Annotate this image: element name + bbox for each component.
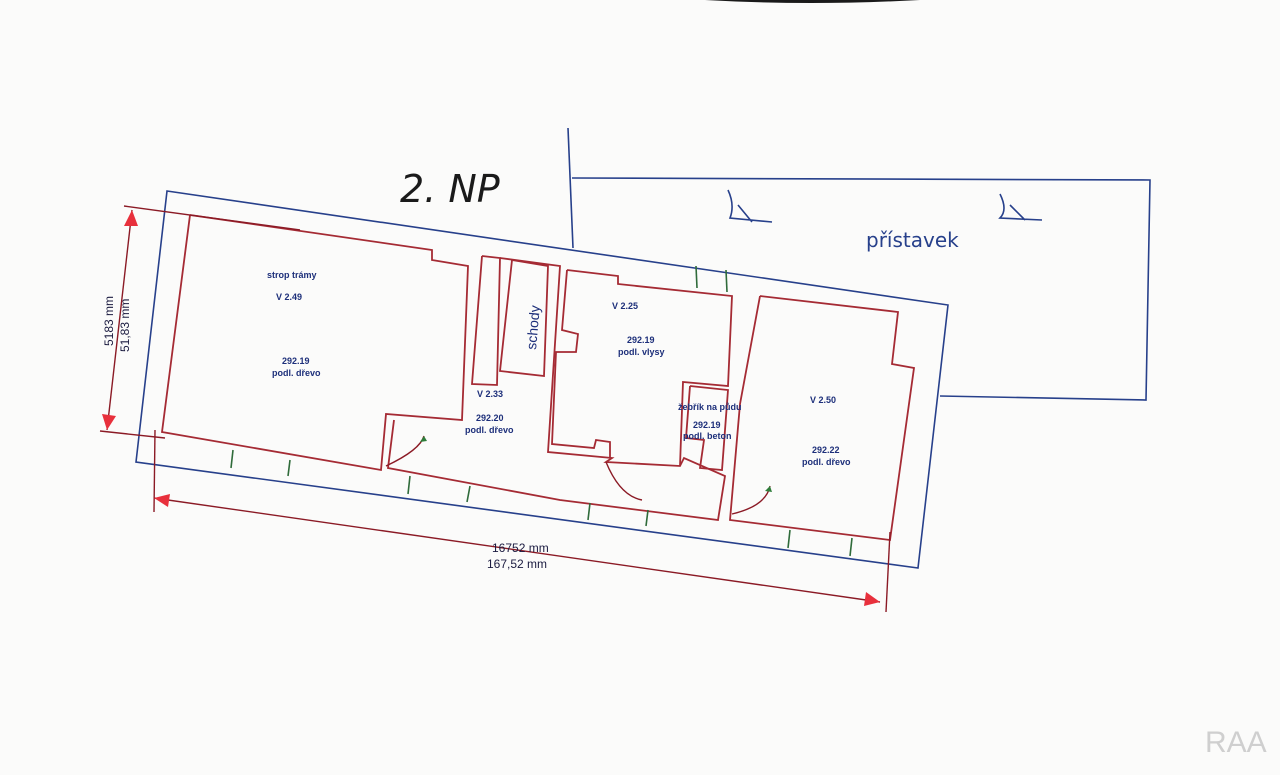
- width-dimension-alt: 167,52 mm: [487, 557, 547, 571]
- width-dimension-mm: 16752 mm: [492, 541, 549, 555]
- stairs-label: schody: [523, 305, 543, 351]
- room-2-height: V 2.33: [477, 389, 503, 399]
- room-5-floor: podl. dřevo: [802, 457, 851, 467]
- room-1-labels: strop trámy V 2.49 292.19 podl. dřevo: [267, 270, 321, 378]
- room-5-labels: V 2.50 292.22 podl. dřevo: [802, 395, 851, 467]
- room-4-floor: podl. beton: [683, 431, 732, 441]
- room-4-labels: žebřík na půdu 292.19 podl. beton: [678, 402, 742, 441]
- room-4-name: žebřík na půdu: [678, 402, 742, 412]
- room-3-level: 292.19: [627, 335, 655, 345]
- depth-dimension-alt: 51,83 mm: [118, 299, 132, 352]
- room-2-floor: podl. dřevo: [465, 425, 514, 435]
- room-1-floor: podl. dřevo: [272, 368, 321, 378]
- building-outline: [135, 190, 949, 569]
- windows: [230, 265, 853, 557]
- room-3-labels: V 2.25 292.19 podl. vlysy: [612, 301, 665, 357]
- room-2-labels: V 2.33 292.20 podl. dřevo: [465, 389, 514, 435]
- depth-dimension-mm: 5183 mm: [102, 296, 116, 346]
- room-1-ceiling: strop trámy: [267, 270, 317, 280]
- dimension-depth: [99, 205, 301, 439]
- scan-edge: [705, 0, 920, 3]
- room-5-level: 292.22: [812, 445, 840, 455]
- room-1-height: V 2.49: [276, 292, 302, 302]
- room-5-height: V 2.50: [810, 395, 836, 405]
- door-swings: [385, 435, 772, 515]
- stairs-wall: [499, 258, 549, 378]
- annex-outline: [567, 127, 1151, 401]
- room-3-height: V 2.25: [612, 301, 638, 311]
- annex-label: přístavek: [866, 228, 959, 252]
- watermark: RAA: [1205, 726, 1267, 759]
- room-walls: [160, 214, 916, 542]
- floor-title: 2. NP: [400, 167, 500, 211]
- room-4-level: 292.19: [693, 420, 721, 430]
- dimension-width: [153, 429, 891, 613]
- room-1-level: 292.19: [282, 356, 310, 366]
- room-2-level: 292.20: [476, 413, 504, 423]
- room-3-floor: podl. vlysy: [618, 347, 665, 357]
